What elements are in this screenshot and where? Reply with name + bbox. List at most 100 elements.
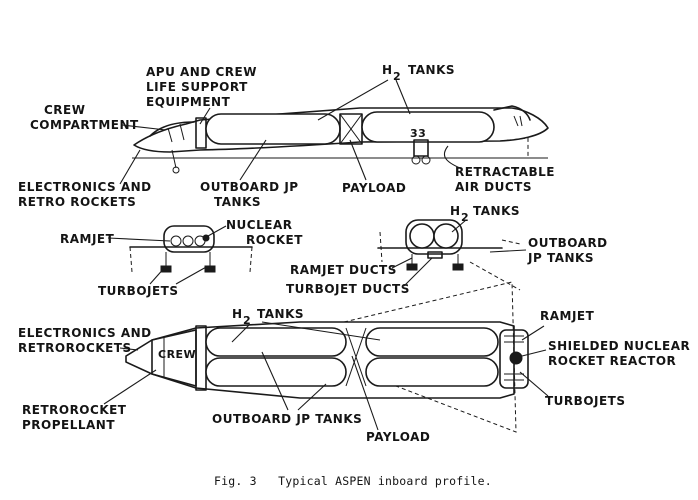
side-nose-gear xyxy=(171,149,177,169)
side-tail xyxy=(493,105,531,121)
label-plan-ramjet: RAMJET xyxy=(540,309,595,323)
fvr-wing-tip-left xyxy=(379,231,383,263)
leader-nuclear xyxy=(207,225,227,237)
label-side-payload: PAYLOAD xyxy=(342,181,406,195)
label-side-h2-sub: 2 xyxy=(393,70,401,83)
label-apu-crew-2: LIFE SUPPORT xyxy=(146,80,248,94)
leader-ramjet-ducts xyxy=(391,257,413,269)
label-nuclear-1: NUCLEAR xyxy=(226,218,292,232)
plan-reactor-core xyxy=(509,351,523,365)
label-fvr-h2-prefix: H xyxy=(450,204,461,218)
side-canopy xyxy=(149,121,195,137)
leader-fvr-h2 xyxy=(451,219,467,233)
label-shielded-2: ROCKET REACTOR xyxy=(548,354,676,368)
plan-delta-wing xyxy=(343,281,517,433)
label-plan-crew: CREW xyxy=(158,348,196,361)
label-side-outboard-2: TANKS xyxy=(214,195,261,209)
leader-side-h2-b xyxy=(395,79,411,115)
label-apu-crew-3: EQUIPMENT xyxy=(146,95,231,109)
side-view: 33 APU AND CREW LIFE SUPPORT EQUIPMENT H… xyxy=(18,63,555,209)
leader-plan-outboard-a xyxy=(261,351,289,411)
label-nuclear-2: ROCKET xyxy=(246,233,303,247)
label-plan-electronics-2: RETROROCKETS xyxy=(18,341,132,355)
label-side-electronics-2: RETRO ROCKETS xyxy=(18,195,136,209)
label-side-outboard-1: OUTBOARD JP xyxy=(200,180,299,194)
label-plan-h2-prefix: H xyxy=(232,307,243,321)
front-view-right: H 2 TANKS OUTBOARD JP TANKS RAMJET DUCTS… xyxy=(286,204,608,296)
label-shielded-1: SHIELDED NUCLEAR xyxy=(548,339,690,353)
figure-caption: Fig. 3 Typical ASPEN inboard profile. xyxy=(214,474,492,488)
label-fvr-h2-suffix: TANKS xyxy=(473,204,520,218)
label-fvl-ramjet: RAMJET xyxy=(60,232,115,246)
label-retractable-1: RETRACTABLE xyxy=(455,165,555,179)
side-gear-marks: 33 xyxy=(410,127,426,140)
leader-plan-turbojets xyxy=(519,371,549,397)
label-turbojet-ducts: TURBOJET DUCTS xyxy=(286,282,410,296)
side-canopy-frame-2 xyxy=(179,123,185,141)
plan-h2-tank-2 xyxy=(205,357,347,387)
side-tail-mark-1 xyxy=(513,115,519,127)
leader-shielded xyxy=(521,349,547,357)
fvr-wheel-left xyxy=(406,263,418,271)
leader-plan-outboard-b xyxy=(297,383,327,411)
plan-h2-tank-3 xyxy=(365,327,499,357)
leader-side-electronics xyxy=(119,149,141,185)
label-crew-2: COMPARTMENT xyxy=(30,118,139,132)
leader-fvr-outboard xyxy=(489,249,527,253)
fvr-h2-tank-right xyxy=(433,223,459,249)
fvl-engine-2 xyxy=(182,235,194,247)
label-plan-outboard: OUTBOARD JP TANKS xyxy=(212,412,362,426)
leader-crew xyxy=(121,124,167,131)
label-apu-crew-1: APU AND CREW xyxy=(146,65,257,79)
leader-side-outboard xyxy=(239,139,267,181)
leader-plan-h2-a xyxy=(231,323,251,343)
leader-plan-h2-b xyxy=(261,321,381,341)
leader-retrorocket xyxy=(103,369,157,405)
label-plan-h2-suffix: TANKS xyxy=(257,307,304,321)
label-retractable-2: AIR DUCTS xyxy=(455,180,532,194)
label-plan-electronics-1: ELECTRONICS AND xyxy=(18,326,152,340)
leader-side-payload xyxy=(349,139,367,181)
leader-plan-payload xyxy=(351,355,379,431)
side-main-gear xyxy=(413,139,429,157)
label-fvr-outboard-1: OUTBOARD xyxy=(528,236,608,250)
fvl-wing-tip-left xyxy=(129,246,133,273)
label-fvl-turbojets: TURBOJETS xyxy=(98,284,179,298)
label-ramjet-ducts: RAMJET DUCTS xyxy=(290,263,397,277)
label-plan-turbojets: TURBOJETS xyxy=(545,394,626,408)
leader-turbojet-ducts xyxy=(403,257,433,287)
fvl-wheel-right xyxy=(204,265,216,273)
side-tail-mark-2 xyxy=(519,115,523,127)
fvr-wing-tip-right xyxy=(501,239,521,245)
leader-apu xyxy=(199,107,211,125)
plan-h2-tank-4 xyxy=(365,357,499,387)
side-canopy-frame xyxy=(167,127,173,143)
plan-engine-block xyxy=(499,329,529,389)
fvl-nuclear-rocket xyxy=(202,234,210,242)
label-side-electronics-1: ELECTRONICS AND xyxy=(18,180,152,194)
plan-forward-bulkhead xyxy=(195,325,207,391)
label-fvr-outboard-2: JP TANKS xyxy=(527,251,594,265)
leader-retractable xyxy=(443,145,461,169)
fvl-fuselage xyxy=(163,225,215,253)
front-view-left: NUCLEAR ROCKET RAMJET TURBOJETS xyxy=(60,218,303,298)
leader-side-h2-a xyxy=(317,79,389,121)
fvl-engine-1 xyxy=(170,235,182,247)
fvr-outboard-line xyxy=(469,261,521,291)
leader-plan-electronics xyxy=(119,347,139,351)
fvl-wing-tip-right xyxy=(249,246,253,273)
label-side-h2-prefix: H xyxy=(382,63,393,77)
label-plan-h2-sub: 2 xyxy=(243,314,251,327)
side-payload-x2 xyxy=(339,113,363,145)
side-nose-wheel xyxy=(172,166,180,174)
label-plan-payload: PAYLOAD xyxy=(366,430,430,444)
label-retrorocket-2: PROPELLANT xyxy=(22,418,115,432)
side-retractable-duct xyxy=(499,137,529,158)
leader-fvl-ramjet xyxy=(107,237,171,242)
side-main-wheel-1 xyxy=(411,155,421,165)
leader-plan-ramjet xyxy=(521,325,545,341)
label-crew-1: CREW xyxy=(44,103,85,117)
fvr-wheel-right xyxy=(452,263,464,271)
side-h2-tank-2 xyxy=(361,111,495,143)
